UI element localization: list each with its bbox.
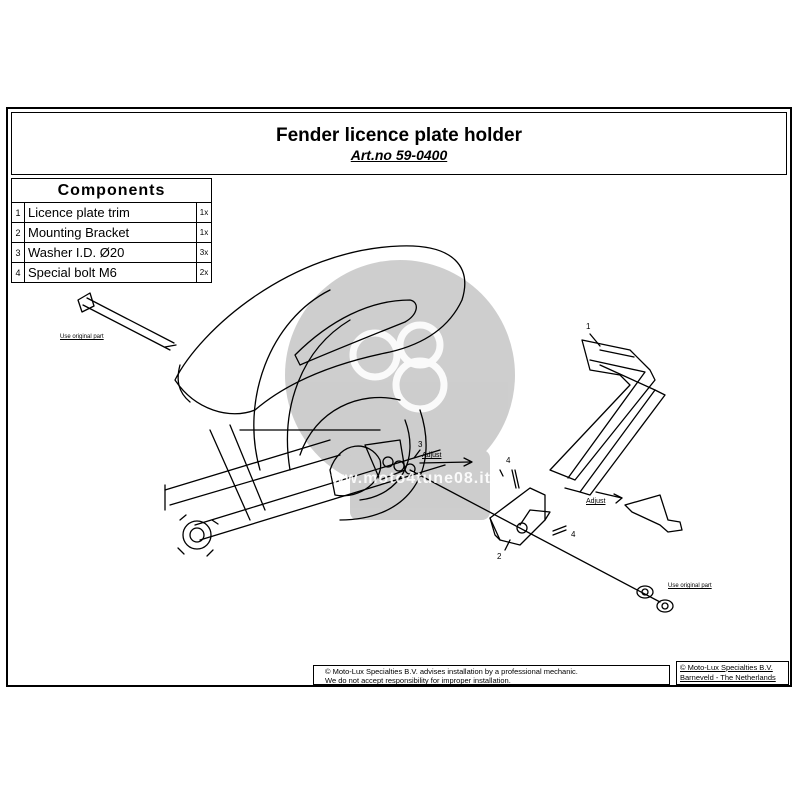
- watermark-logo-inner: [349, 321, 448, 413]
- disclaimer-box: © Moto-Lux Specialties B.V. advises inst…: [313, 665, 670, 685]
- copyright-box: © Moto-Lux Specialties B.V. Barneveld - …: [676, 661, 789, 685]
- table-row: 4 Special bolt M6 2x: [11, 262, 212, 283]
- special-bolt: [511, 469, 520, 489]
- component-qty: 1x: [196, 222, 212, 243]
- callout-4b: 4: [571, 530, 576, 539]
- copyright-line-1: © Moto-Lux Specialties B.V.: [680, 663, 773, 672]
- rear-wheel: [253, 289, 331, 471]
- axle: [194, 449, 446, 541]
- disclaimer-line-2: We do not accept responsibility for impr…: [325, 676, 511, 685]
- component-qty: 1x: [196, 202, 212, 223]
- page-title: Fender licence plate holder: [275, 125, 523, 146]
- note-adjust-right: Adjust: [586, 498, 606, 505]
- note-use-original-left: Use original part: [60, 334, 104, 340]
- component-number: 1: [11, 202, 25, 223]
- watermark-url: www.moto4tune08.it: [318, 470, 491, 487]
- original-bolt-top: [82, 297, 175, 351]
- callout-2: 2: [497, 552, 502, 561]
- note-use-original-right: Use original part: [668, 583, 712, 589]
- component-number: 3: [11, 242, 25, 263]
- article-number: Art.no 59-0400: [350, 147, 448, 163]
- component-qty: 3x: [196, 242, 212, 263]
- note-adjust-center: Adjust: [422, 452, 442, 459]
- components-heading: Components: [11, 178, 212, 203]
- table-row: 1 Licence plate trim 1x: [11, 202, 212, 223]
- original-nut: [636, 585, 654, 599]
- disclaimer-line-1: © Moto-Lux Specialties B.V. advises inst…: [325, 667, 578, 676]
- callout-4a: 4: [506, 456, 511, 465]
- callout-1: 1: [586, 322, 591, 331]
- component-name: Mounting Bracket: [24, 222, 197, 243]
- component-name: Washer I.D. Ø20: [24, 242, 197, 263]
- component-qty: 2x: [196, 262, 212, 283]
- callout-3: 3: [418, 440, 423, 449]
- title-block: Fender licence plate holder Art.no 59-04…: [11, 112, 787, 175]
- component-number: 4: [11, 262, 25, 283]
- copyright-line-2: Barneveld - The Netherlands: [680, 673, 776, 682]
- components-table: Components 1 Licence plate trim 1x 2 Mou…: [11, 178, 212, 283]
- component-number: 2: [11, 222, 25, 243]
- washer: [382, 456, 394, 468]
- component-name: Special bolt M6: [24, 262, 197, 283]
- table-row: 2 Mounting Bracket 1x: [11, 222, 212, 243]
- licence-plate-trim: [549, 339, 656, 481]
- adjust-tool: [624, 494, 683, 533]
- component-name: Licence plate trim: [24, 202, 197, 223]
- frame-strut: [164, 439, 341, 506]
- table-row: 3 Washer I.D. Ø20 3x: [11, 242, 212, 263]
